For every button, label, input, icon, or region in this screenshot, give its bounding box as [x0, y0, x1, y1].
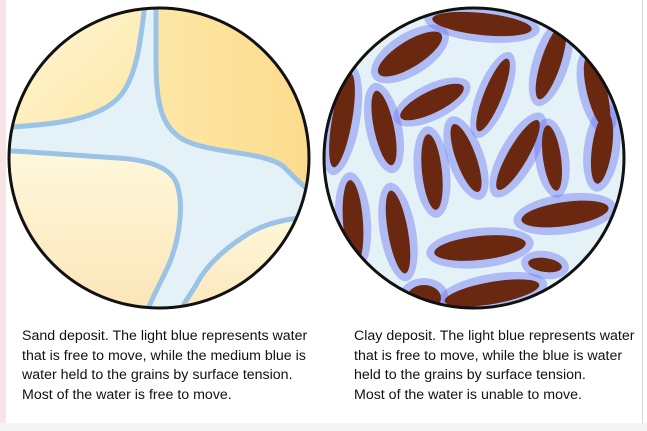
clay-caption-description: Clay deposit. The light blue represents … [354, 327, 644, 386]
clay-deposit-circle [315, 0, 640, 321]
clay-deposit-caption: Clay deposit. The light blue represents … [354, 327, 644, 405]
sand-caption-conclusion: Most of the water is free to move. [22, 386, 312, 406]
sand-deposit-caption: Sand deposit. The light blue represents … [22, 327, 312, 405]
sand-grain-bottom-left [0, 150, 180, 330]
clay-caption-conclusion: Most of the water is unable to move. [354, 386, 644, 406]
sand-caption-description: Sand deposit. The light blue represents … [22, 327, 312, 386]
sand-deposit-circle [0, 0, 330, 330]
